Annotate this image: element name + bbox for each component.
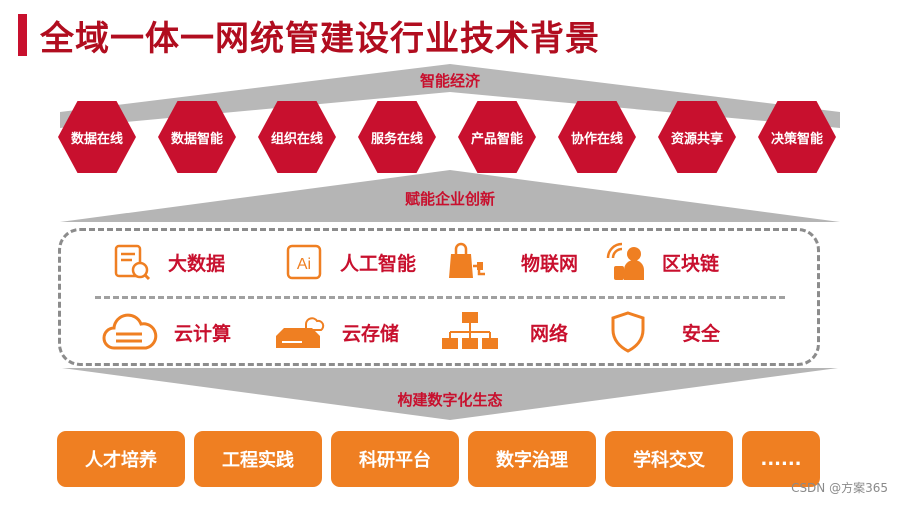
technology-box (58, 228, 820, 366)
network-icon (440, 310, 500, 354)
section-label-economy: 智能经济 (419, 72, 480, 90)
tech-item-iot: 物联网 (445, 240, 578, 284)
tech-label: 物联网 (521, 252, 579, 275)
ecosystem-item-more: ...... (742, 431, 820, 487)
hexagon-item: 组织在线 (258, 101, 336, 173)
tech-item-cloud-storage: 云存储 (272, 310, 399, 354)
cloud-icon (100, 310, 160, 354)
tech-label: 安全 (682, 322, 721, 345)
tech-label: 人工智能 (340, 252, 417, 275)
hexagon-item: 协作在线 (558, 101, 636, 173)
hexagon-item: 产品智能 (458, 101, 536, 173)
tech-item-ai: Ai 人工智能 (282, 240, 416, 284)
ecosystem-item: 科研平台 (331, 431, 459, 487)
technology-divider (95, 296, 785, 299)
ecosystem-item: 数字治理 (468, 431, 596, 487)
shield-icon (606, 310, 650, 354)
hexagon-item: 服务在线 (358, 101, 436, 173)
tech-label: 云存储 (342, 322, 400, 345)
tech-item-cloud-computing: 云计算 (100, 310, 231, 354)
plug-bag-icon (445, 240, 489, 284)
hexagon-item: 资源共享 (658, 101, 736, 173)
tech-item-security: 安全 (606, 310, 720, 354)
tech-item-big-data: 大数据 (110, 240, 225, 284)
tech-item-network: 网络 (440, 310, 568, 354)
tech-item-blockchain: 区块链 (604, 240, 719, 284)
title-accent-bar (18, 14, 27, 56)
tech-label: 区块链 (662, 252, 720, 275)
data-report-icon (110, 240, 154, 284)
tech-label: 云计算 (174, 322, 232, 345)
section-label-empower: 赋能企业创新 (404, 190, 495, 208)
tech-label: 网络 (530, 322, 569, 345)
empower-wedge (60, 170, 840, 222)
ecosystem-item: 工程实践 (194, 431, 322, 487)
page-title: 全域一体一网统管建设行业技术背景 (40, 19, 600, 59)
economy-band (60, 64, 840, 128)
ecosystem-funnel (62, 368, 838, 420)
ai-icon: Ai (282, 240, 326, 284)
svg-text:Ai: Ai (297, 256, 311, 273)
tech-label: 大数据 (168, 252, 226, 275)
cloud-storage-icon (272, 310, 328, 354)
person-signal-icon (604, 240, 648, 284)
hexagon-item: 数据在线 (58, 101, 136, 173)
ecosystem-item: 学科交叉 (605, 431, 733, 487)
hexagon-item: 数据智能 (158, 101, 236, 173)
hexagon-item: 决策智能 (758, 101, 836, 173)
watermark: CSDN @方案365 (791, 481, 888, 495)
section-label-ecosystem: 构建数字化生态 (397, 391, 503, 409)
ecosystem-item: 人才培养 (57, 431, 185, 487)
hexagon-row: 数据在线 数据智能 组织在线 服务在线 产品智能 协作在线 资源共享 决策智能 (58, 101, 838, 173)
